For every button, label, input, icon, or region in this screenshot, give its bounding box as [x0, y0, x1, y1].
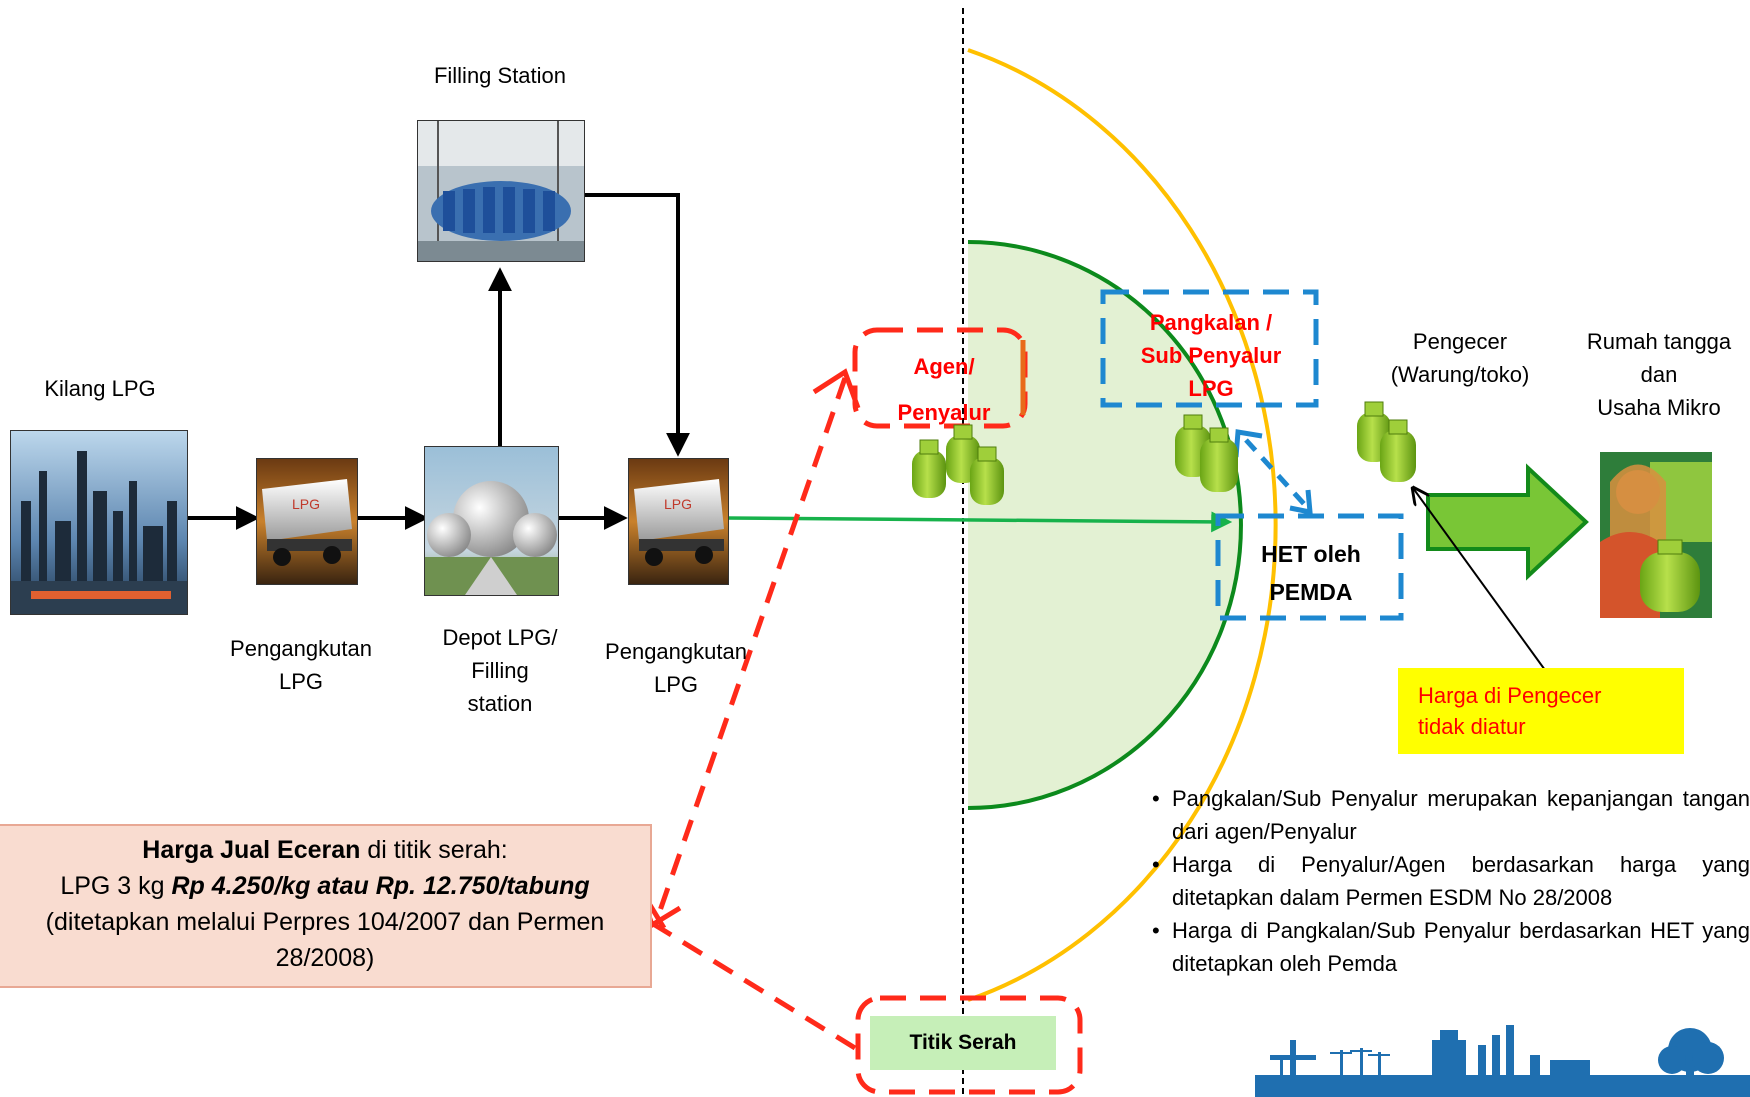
yellow-boundary-arc [967, 48, 1278, 1002]
arrow-filling-truck [583, 193, 690, 457]
truck-photo-1: LPG [256, 458, 358, 585]
harga-title-bold: Harga Jual Eceran [142, 836, 361, 864]
green-distribution-line [726, 511, 1233, 533]
tank-lpg-text-2: LPG [664, 496, 692, 512]
harga-jual-eceran-box: Harga Jual Eceran di titik serah: LPG 3 … [0, 824, 652, 988]
agen-dashed-box [852, 327, 1028, 429]
titik-serah-label: Titik Serah [870, 1016, 1056, 1070]
pointer-line [1413, 488, 1546, 671]
titik-dashed-box [855, 995, 1083, 1095]
note-item: Harga di Penyalur/Agen berdasarkan harga… [1150, 848, 1750, 914]
agen-label: Agen/Penyalur [897, 354, 991, 425]
truck-photo-2: LPG [628, 458, 729, 585]
kilang-label: Kilang LPG [44, 376, 156, 401]
harga-title-rest: di titik serah: [360, 836, 508, 864]
harga-line4: 28/2008) [275, 944, 375, 972]
cylinders-agen [912, 424, 1004, 505]
depot-photo [424, 446, 559, 596]
tank-lpg-text-1: LPG [292, 496, 320, 512]
red-arrowhead-low [647, 903, 667, 930]
energy-skyline-logo [1255, 1025, 1750, 1097]
red-arrowhead-top [812, 368, 861, 409]
filling-station-label: Filling Station [433, 63, 567, 88]
note-item: Harga di Pangkalan/Sub Penyalur berdasar… [1150, 914, 1750, 980]
big-green-arrow [1426, 463, 1589, 581]
cylinders-pangkalan [1175, 414, 1238, 492]
kilang-photo [10, 430, 188, 615]
harga-line2-prefix: LPG 3 kg [60, 872, 172, 900]
filling-station-photo [417, 120, 585, 262]
note-item: Pangkalan/Sub Penyalur merupakan kepanja… [1150, 782, 1750, 848]
notes-list: Pangkalan/Sub Penyalur merupakan kepanja… [1150, 782, 1750, 980]
green-zone [968, 242, 1241, 808]
cylinders-pengecer [1357, 401, 1416, 482]
blue-dashed-arrow [1244, 438, 1307, 507]
het-dashed-box [1215, 513, 1404, 621]
blue-arrowhead-bottom [1289, 489, 1313, 516]
household-photo [1600, 452, 1712, 618]
pengecer-label: Pengecer(Warung/toko) [1390, 329, 1530, 387]
green-boundary-arc [967, 240, 1243, 810]
harga-price: Rp 4.250/kg atau Rp. 12.750/tabung [171, 872, 590, 900]
harga-line3: (ditetapkan melalui Perpres 104/2007 dan… [45, 908, 605, 936]
